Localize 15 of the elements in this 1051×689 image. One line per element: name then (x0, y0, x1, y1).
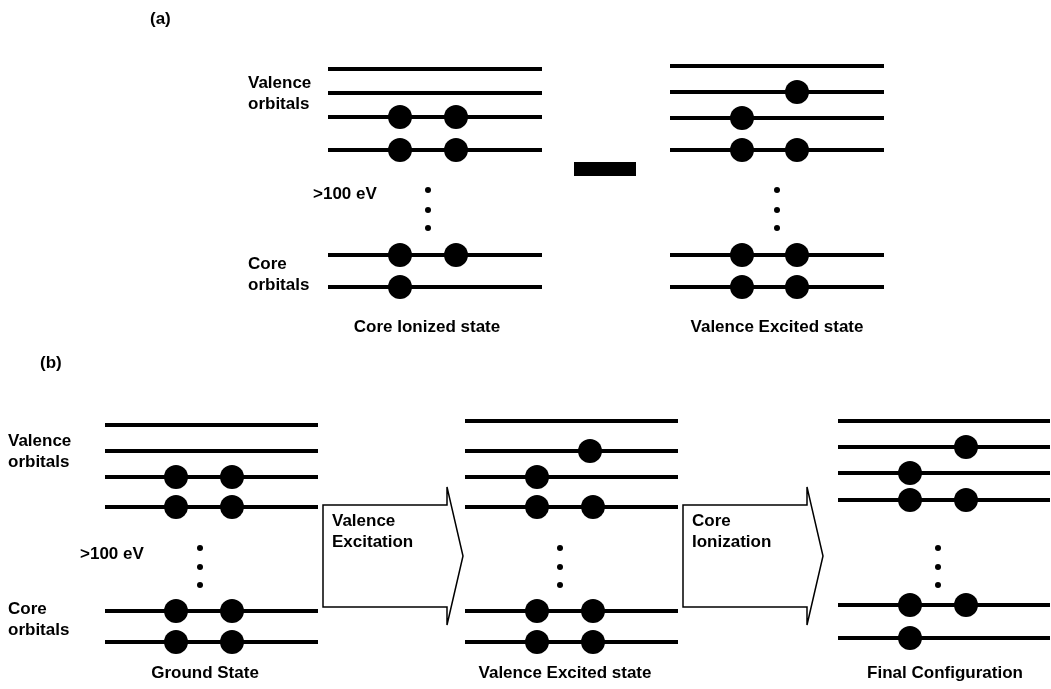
state-caption: Final Configuration (867, 662, 1023, 683)
axis-label: Core orbitals (248, 253, 311, 295)
state-caption: Core Ionized state (353, 316, 501, 337)
state-caption: Valence Excited state (478, 662, 652, 683)
axis-label: Valence orbitals (8, 430, 73, 472)
axis-label: Valence orbitals (248, 72, 313, 114)
energy-gap-label: >100 eV (80, 543, 144, 564)
axis-label: Core orbitals (8, 598, 71, 640)
arrow-label: Valence Excitation (332, 510, 415, 552)
panel-label: (a) (150, 8, 171, 29)
state-caption: Ground State (151, 662, 259, 683)
state-caption: Valence Excited state (690, 316, 864, 337)
energy-gap-label: >100 eV (313, 183, 377, 204)
panel-label: (b) (40, 352, 62, 373)
arrow-label: Core Ionization (692, 510, 773, 552)
